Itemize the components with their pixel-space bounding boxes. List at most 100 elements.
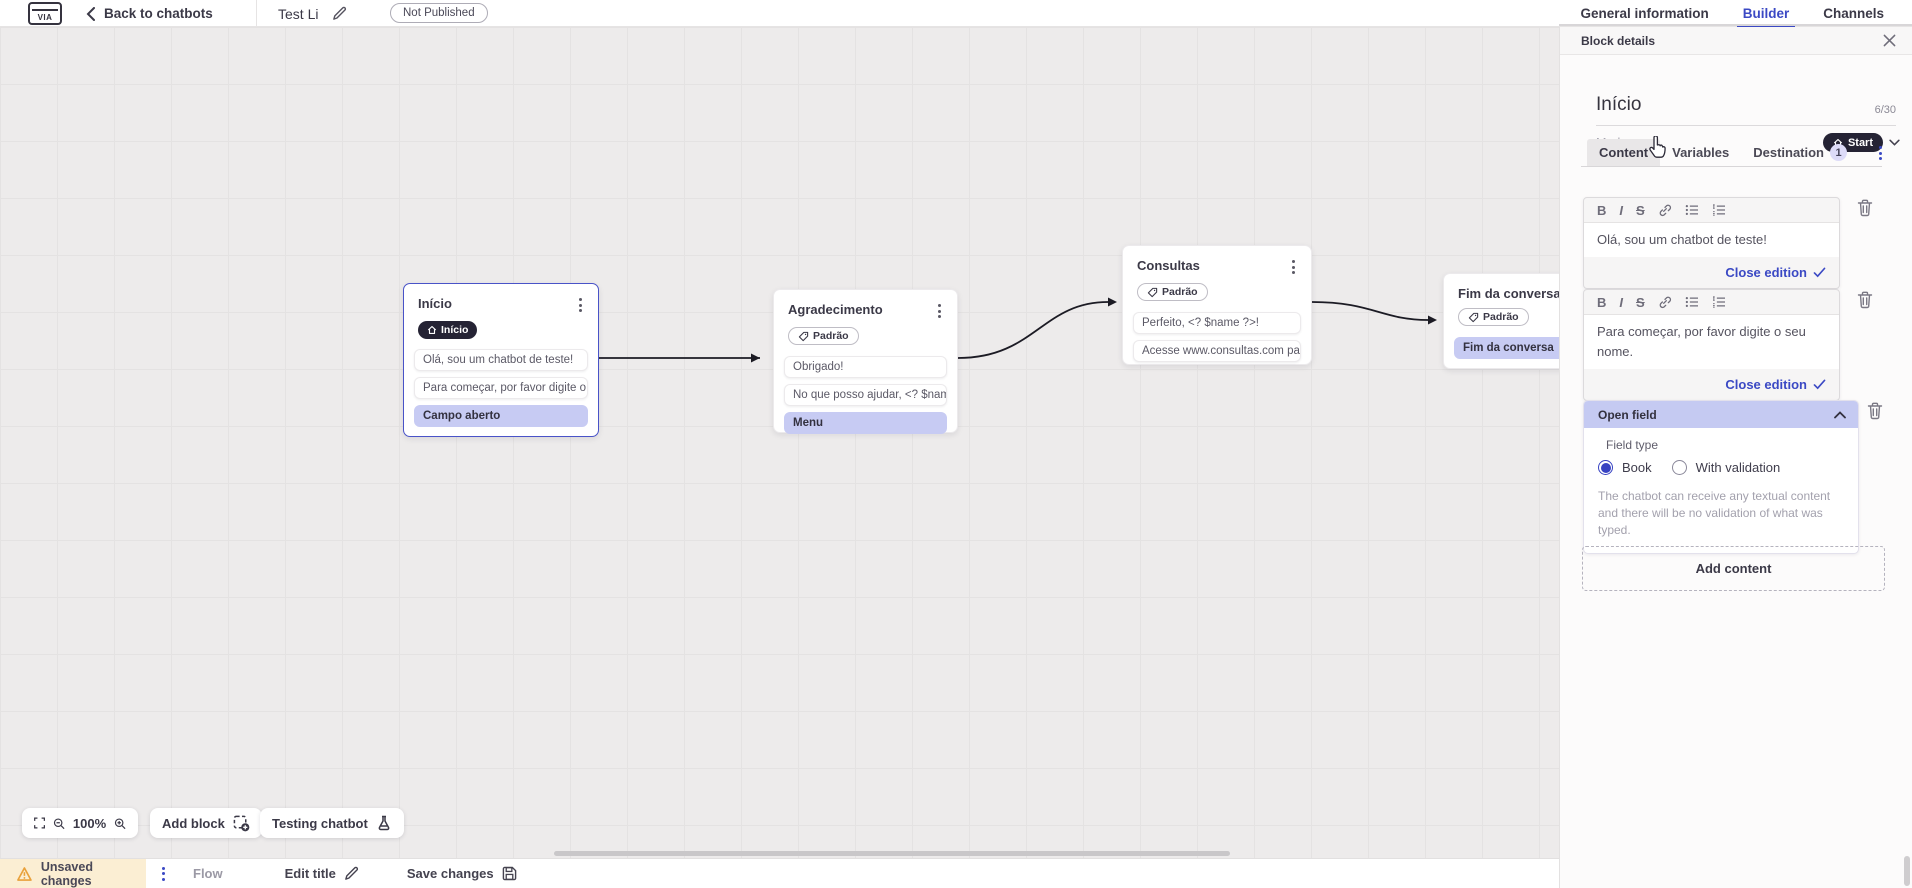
numbered-list-icon[interactable] bbox=[1712, 204, 1726, 216]
bold-icon[interactable]: B bbox=[1597, 202, 1607, 218]
status-menu-icon[interactable] bbox=[158, 865, 169, 883]
field-type-helper-text: The chatbot can receive any textual cont… bbox=[1598, 489, 1831, 537]
rich-text-toolbar: B I S bbox=[1584, 198, 1839, 223]
tabs-underline bbox=[1559, 24, 1912, 26]
zoom-level: 100% bbox=[72, 815, 107, 831]
canvas-horizontal-scrollbar[interactable] bbox=[554, 851, 1230, 856]
status-bar: Unsaved changes Flow Edit title Save cha… bbox=[0, 858, 1559, 888]
block-menu-icon[interactable] bbox=[934, 302, 945, 320]
close-edition-button[interactable]: Close edition bbox=[1584, 369, 1839, 400]
italic-icon[interactable]: I bbox=[1619, 202, 1624, 218]
close-panel-icon[interactable] bbox=[1883, 34, 1896, 47]
flow-block-agradecimento[interactable]: Agradecimento Padrão Obrigado! No que po… bbox=[773, 289, 958, 434]
flow-block-consultas[interactable]: Consultas Padrão Perfeito, <? $name ?>! … bbox=[1122, 245, 1312, 365]
block-message-card[interactable]: Acesse www.consultas.com par... bbox=[1133, 339, 1301, 362]
zoom-out-icon[interactable] bbox=[53, 816, 65, 831]
status-badge: Not Published bbox=[390, 3, 488, 23]
delete-content-icon[interactable] bbox=[1857, 199, 1873, 217]
warning-icon bbox=[17, 866, 32, 881]
tab-channels[interactable]: Channels bbox=[1823, 6, 1884, 21]
close-edition-button[interactable]: Close edition bbox=[1584, 257, 1839, 288]
add-content-button[interactable]: Add content bbox=[1582, 546, 1885, 591]
check-icon bbox=[1813, 267, 1826, 278]
tab-general-information[interactable]: General information bbox=[1580, 6, 1709, 21]
tag-icon bbox=[1468, 312, 1479, 322]
add-block-icon bbox=[233, 815, 250, 831]
edit-title-button[interactable]: Edit title bbox=[285, 866, 359, 881]
divider bbox=[256, 0, 257, 27]
flow-block-inicio[interactable]: Início Início Olá, sou um chatbot de tes… bbox=[403, 283, 599, 437]
tag-icon bbox=[798, 331, 809, 341]
bullet-list-icon[interactable] bbox=[1685, 296, 1699, 308]
block-title: Início bbox=[418, 296, 452, 311]
block-menu-icon[interactable] bbox=[1288, 258, 1299, 276]
name-char-counter: 6/30 bbox=[1874, 104, 1896, 116]
flow-connectors bbox=[599, 297, 1437, 363]
chevron-left-icon bbox=[86, 6, 95, 21]
start-marker-pill: Início bbox=[418, 321, 478, 339]
canvas-zoom-toolbar: 100% bbox=[22, 808, 138, 838]
tab-content[interactable]: Content bbox=[1587, 139, 1661, 166]
block-title: Agradecimento bbox=[788, 302, 883, 317]
tab-builder[interactable]: Builder bbox=[1736, 0, 1795, 27]
block-open-field-card[interactable]: Campo aberto bbox=[414, 405, 588, 427]
bold-icon[interactable]: B bbox=[1597, 294, 1607, 310]
strikethrough-icon[interactable]: S bbox=[1636, 202, 1645, 218]
radio-selected-icon bbox=[1598, 460, 1613, 475]
top-tabs: General information Builder Channels bbox=[1580, 0, 1884, 27]
default-marker-pill: Padrão bbox=[1137, 283, 1208, 301]
vertical-scrollbar[interactable] bbox=[1904, 856, 1910, 886]
back-to-chatbots-button[interactable]: Back to chatbots bbox=[86, 0, 213, 27]
link-icon[interactable] bbox=[1658, 203, 1672, 217]
fullscreen-icon[interactable] bbox=[34, 816, 45, 830]
block-title: Consultas bbox=[1137, 258, 1200, 273]
unsaved-changes-badge: Unsaved changes bbox=[0, 859, 146, 888]
tab-destination[interactable]: Destination 1 bbox=[1741, 139, 1859, 166]
block-message-card[interactable]: Obrigado! bbox=[784, 355, 947, 378]
block-menu-icon[interactable] bbox=[575, 296, 586, 314]
chevron-down-icon bbox=[1889, 139, 1900, 146]
block-message-card[interactable]: Olá, sou um chatbot de teste! bbox=[414, 349, 588, 371]
save-changes-button[interactable]: Save changes bbox=[407, 866, 517, 881]
tag-icon bbox=[1147, 287, 1158, 297]
content-editor-1[interactable]: B I S Olá, sou um chatbot de teste! Clos… bbox=[1583, 197, 1840, 289]
destination-count-badge: 1 bbox=[1830, 144, 1848, 161]
testing-chatbot-button[interactable]: Testing chatbot bbox=[260, 808, 404, 838]
block-name-input[interactable]: Início bbox=[1596, 94, 1642, 115]
flow-canvas[interactable]: Início Início Olá, sou um chatbot de tes… bbox=[0, 27, 1618, 858]
panel-tabs: Content Variables Destination 1 bbox=[1587, 139, 1899, 166]
field-type-label: Field type bbox=[1606, 438, 1659, 452]
home-icon bbox=[427, 326, 437, 334]
delete-content-icon[interactable] bbox=[1857, 291, 1873, 309]
pencil-icon bbox=[345, 866, 358, 880]
editor-text[interactable]: Para começar, por favor digite o seu nom… bbox=[1584, 315, 1839, 369]
content-editor-2[interactable]: B I S Para começar, por favor digite o s… bbox=[1583, 289, 1840, 401]
numbered-list-icon[interactable] bbox=[1712, 296, 1726, 308]
block-message-card[interactable]: No que posso ajudar, <? $name ... bbox=[784, 383, 947, 406]
radio-unselected-icon bbox=[1671, 460, 1687, 475]
add-block-button[interactable]: Add block bbox=[150, 808, 262, 838]
app-logo-icon: VIA bbox=[28, 2, 62, 25]
chatbot-title: Test Li bbox=[278, 5, 319, 22]
italic-icon[interactable]: I bbox=[1619, 294, 1624, 310]
panel-tab-menu-icon[interactable] bbox=[1875, 144, 1886, 162]
flask-icon bbox=[378, 815, 390, 831]
block-title: Fim da conversa bbox=[1458, 286, 1561, 301]
delete-content-icon[interactable] bbox=[1867, 402, 1883, 420]
edit-title-pencil-icon[interactable] bbox=[332, 6, 347, 21]
zoom-in-icon[interactable] bbox=[114, 816, 126, 831]
block-message-card[interactable]: Para começar, por favor digite o ... bbox=[414, 377, 588, 399]
editor-text[interactable]: Olá, sou um chatbot de teste! bbox=[1584, 223, 1839, 257]
open-field-header[interactable]: Open field bbox=[1584, 401, 1858, 428]
check-icon bbox=[1813, 379, 1826, 390]
link-icon[interactable] bbox=[1658, 295, 1672, 309]
radio-book[interactable]: Book bbox=[1598, 460, 1652, 475]
bullet-list-icon[interactable] bbox=[1685, 204, 1699, 216]
default-marker-pill: Padrão bbox=[788, 327, 859, 345]
block-menu-card[interactable]: Menu bbox=[784, 411, 947, 434]
tab-variables[interactable]: Variables bbox=[1672, 145, 1730, 160]
radio-with-validation[interactable]: With validation bbox=[1671, 460, 1780, 475]
strikethrough-icon[interactable]: S bbox=[1636, 294, 1645, 310]
flow-label[interactable]: Flow bbox=[193, 866, 223, 881]
block-message-card[interactable]: Perfeito, <? $name ?>! bbox=[1133, 311, 1301, 334]
